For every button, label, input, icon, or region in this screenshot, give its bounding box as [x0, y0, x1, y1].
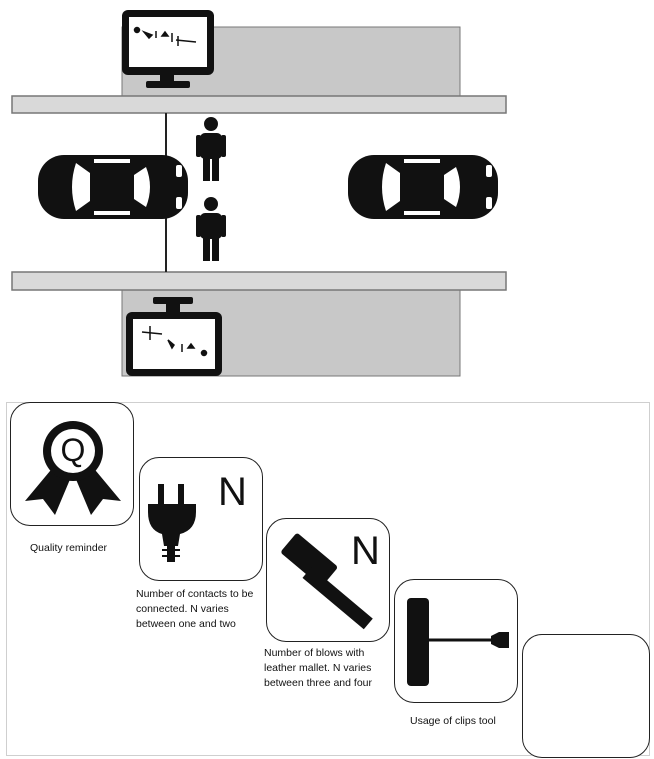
rail-top — [12, 96, 506, 113]
plug-card: N — [139, 457, 263, 581]
caption-clips-tool: Usage of clips tool — [410, 714, 540, 729]
caption-plug: Number of contacts to be connected. N va… — [136, 587, 266, 632]
mallet-card: N — [266, 518, 390, 642]
caption-mallet: Number of blows with leather mallet. N v… — [264, 646, 394, 691]
plug-n-letter: N — [218, 472, 247, 512]
car-left-icon — [38, 155, 188, 219]
rail-bottom — [12, 272, 506, 290]
worker-bottom-icon — [196, 197, 226, 261]
car-right-icon — [348, 155, 498, 219]
quality-card: Q — [10, 402, 134, 526]
worker-top-icon — [196, 117, 226, 181]
clips-tool-card — [394, 579, 518, 703]
quality-letter: Q — [55, 430, 91, 470]
clips-tool-icon — [395, 580, 519, 704]
mallet-n-letter: N — [351, 531, 380, 571]
empty-card — [522, 634, 650, 758]
assembly-line-scene — [0, 0, 654, 385]
